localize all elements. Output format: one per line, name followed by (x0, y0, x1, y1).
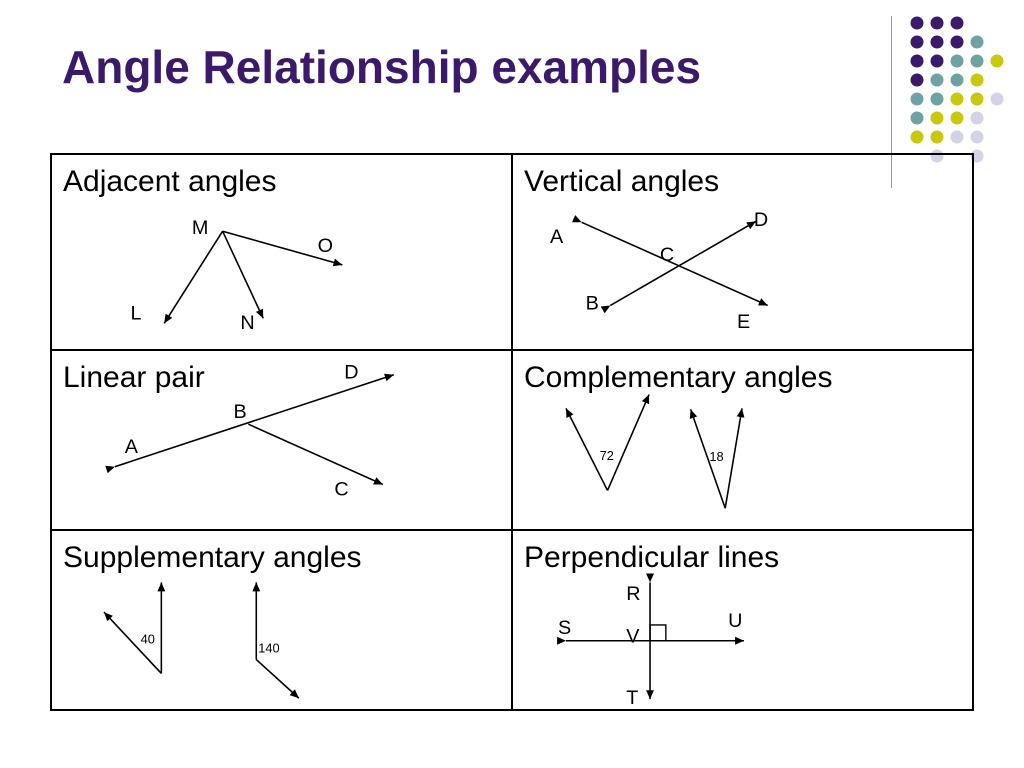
cell-supplementary-angles: Supplementary angles 40 140 (50, 529, 513, 711)
label-r: R (626, 583, 640, 605)
angle-40-label: 40 (141, 632, 155, 647)
angle72-ray-right (606, 394, 650, 491)
vertical-angles-diagram: A D C B E (550, 209, 769, 333)
cell-linear-pair: Linear pair D B A C (50, 349, 513, 531)
perpendicular-lines-title: Perpendicular lines (524, 541, 780, 574)
cell-vertical-angles: Vertical angles A D C B E (511, 153, 974, 351)
label-d: D (754, 209, 768, 231)
vertical-angles-title: Vertical angles (524, 165, 720, 198)
page-title: Angle Relationship examples (62, 41, 702, 93)
angle-examples-table: Adjacent angles M O L N Vertical angles (50, 153, 974, 711)
label-e: E (737, 311, 750, 333)
ray-bc (248, 423, 384, 486)
perpendicular-lines-diagram: R S U V T (557, 573, 744, 709)
angle40-ray-diag (103, 611, 162, 674)
label-s: S (558, 617, 571, 639)
label-c: C (660, 244, 674, 266)
line-ae (571, 215, 769, 307)
adjacent-angles-title: Adjacent angles (63, 165, 277, 198)
label-b: B (586, 292, 599, 314)
angle18-ray-right (724, 408, 745, 509)
supplementary-angles-diagram: 40 140 (103, 582, 300, 699)
linear-pair-title: Linear pair (63, 361, 205, 394)
complementary-angles-diagram: 72 18 (565, 394, 745, 509)
decorative-divider (891, 16, 892, 188)
label-a: A (125, 436, 139, 458)
label-m: M (192, 217, 208, 239)
cell-adjacent-angles: Adjacent angles M O L N (50, 153, 513, 351)
adjacent-angles-diagram: M O L N (131, 217, 343, 334)
label-o: O (318, 235, 333, 257)
label-c: C (334, 478, 348, 500)
angle-72-label: 72 (600, 448, 614, 463)
label-d: D (344, 362, 358, 384)
label-t: T (626, 687, 638, 709)
linear-pair-diagram: D B A C (105, 362, 394, 500)
angle140-ray-diag (255, 658, 300, 699)
ray-ml (163, 230, 224, 324)
label-b: B (234, 401, 247, 423)
label-l: L (131, 302, 142, 324)
complementary-angles-title: Complementary angles (524, 361, 833, 394)
line-ad (105, 373, 394, 474)
supplementary-angles-title: Supplementary angles (63, 541, 362, 574)
cell-perpendicular-lines: Perpendicular lines R S U V T (511, 529, 974, 711)
label-u: U (728, 610, 742, 632)
ray-mo (222, 230, 343, 267)
label-n: N (240, 312, 254, 334)
line-bd (600, 220, 757, 314)
right-angle-marker (649, 624, 667, 642)
label-a: A (550, 226, 564, 248)
angle-140-label: 140 (258, 641, 279, 656)
angle-18-label: 18 (709, 449, 723, 464)
angle72-ray-left (565, 407, 609, 491)
ray-mn (221, 230, 264, 319)
cell-complementary-angles: Complementary angles 72 18 (511, 349, 974, 531)
angle18-ray-left (689, 409, 726, 509)
label-v: V (626, 626, 640, 648)
